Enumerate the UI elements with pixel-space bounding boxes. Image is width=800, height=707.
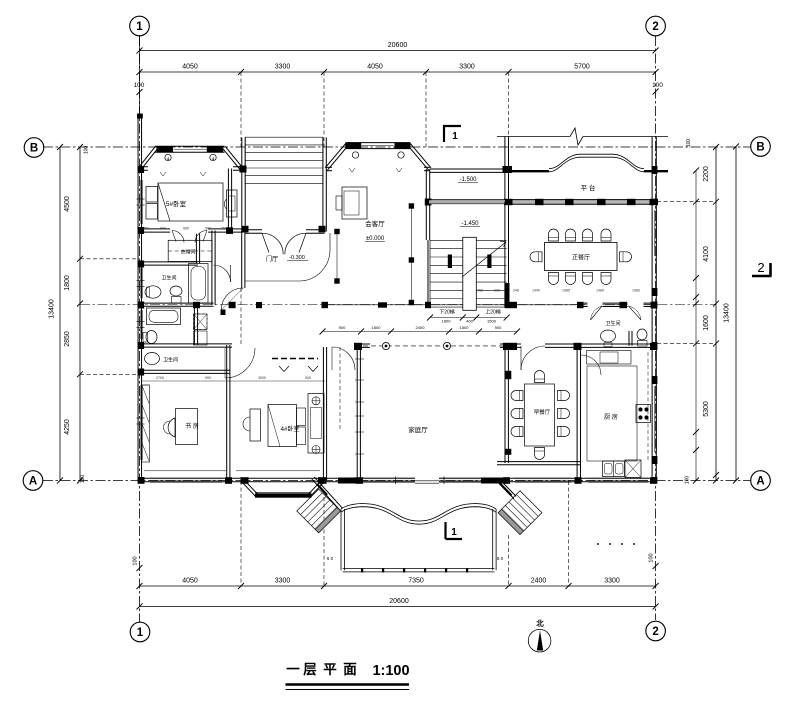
svg-text:4: 4 <box>212 156 215 161</box>
svg-text:厨 房: 厨 房 <box>604 413 618 421</box>
svg-text:4: 4 <box>167 156 170 161</box>
svg-text:B: B <box>756 142 764 154</box>
svg-text:1: 1 <box>136 21 143 33</box>
svg-text:13400: 13400 <box>724 303 731 323</box>
svg-text:7350: 7350 <box>408 578 424 585</box>
svg-text:100: 100 <box>80 475 86 484</box>
svg-text:100: 100 <box>84 146 90 155</box>
svg-text:2: 2 <box>652 21 658 33</box>
svg-text:100: 100 <box>649 553 655 562</box>
svg-text:6 0: 6 0 <box>327 556 334 561</box>
svg-text:20600: 20600 <box>388 42 408 49</box>
svg-text:1800: 1800 <box>442 319 452 324</box>
svg-text:上20梯: 上20梯 <box>485 309 501 316</box>
svg-text:5700: 5700 <box>574 64 590 71</box>
svg-text:100: 100 <box>685 476 691 485</box>
svg-text:4100: 4100 <box>703 246 710 262</box>
svg-text:900: 900 <box>205 227 211 231</box>
svg-text:-1.450: -1.450 <box>461 221 479 227</box>
svg-text:100: 100 <box>133 556 139 565</box>
svg-text:衣帽间: 衣帽间 <box>180 249 195 256</box>
svg-text:4#卧室: 4#卧室 <box>281 425 300 433</box>
svg-text:5300: 5300 <box>703 401 710 417</box>
svg-text:900: 900 <box>339 325 346 330</box>
svg-text:100: 100 <box>652 82 663 89</box>
svg-text:2400: 2400 <box>416 325 426 330</box>
svg-text:早餐厅: 早餐厅 <box>534 408 551 416</box>
svg-text:平: 平 <box>323 662 337 677</box>
svg-text:1080: 1080 <box>632 289 640 293</box>
svg-text:正餐厅: 正餐厅 <box>572 254 590 262</box>
svg-text:900: 900 <box>494 289 500 293</box>
svg-text:B: B <box>30 143 38 155</box>
svg-text:4050: 4050 <box>182 578 198 585</box>
svg-text:750: 750 <box>477 289 483 293</box>
svg-text:100: 100 <box>686 139 692 148</box>
svg-text:卫生间: 卫生间 <box>605 320 620 327</box>
svg-text:±0.000: ±0.000 <box>366 236 385 242</box>
svg-text:3300: 3300 <box>275 64 291 71</box>
svg-text:1:100: 1:100 <box>372 663 409 679</box>
svg-text:下20梯: 下20梯 <box>439 309 455 316</box>
svg-text:层: 层 <box>303 662 317 677</box>
svg-text:3300: 3300 <box>604 578 620 585</box>
svg-text:900: 900 <box>205 376 211 380</box>
svg-text:2: 2 <box>652 626 658 638</box>
svg-text:1985: 1985 <box>562 289 570 293</box>
svg-text:3300: 3300 <box>459 64 475 71</box>
svg-text:3000: 3000 <box>258 376 266 380</box>
svg-text:1500: 1500 <box>372 325 382 330</box>
svg-text:4050: 4050 <box>182 64 198 71</box>
svg-text:平 台: 平 台 <box>581 183 596 192</box>
svg-text:750: 750 <box>143 227 149 231</box>
svg-text:会客厅: 会客厅 <box>365 219 385 228</box>
svg-text:-1.500: -1.500 <box>459 177 477 183</box>
svg-text:卫生间: 卫生间 <box>163 357 178 364</box>
svg-text:1: 1 <box>451 527 457 538</box>
svg-text:1440: 1440 <box>532 289 540 293</box>
svg-text:1800: 1800 <box>64 275 71 291</box>
svg-text:2200: 2200 <box>703 166 710 182</box>
svg-text:面: 面 <box>343 662 357 677</box>
svg-text:900: 900 <box>183 227 189 231</box>
svg-text:900: 900 <box>495 325 502 330</box>
svg-text:1500: 1500 <box>487 319 497 324</box>
svg-text:20600: 20600 <box>389 598 409 605</box>
svg-text:-0.300: -0.300 <box>289 255 305 261</box>
svg-text:一: 一 <box>286 662 300 677</box>
svg-text:家庭厅: 家庭厅 <box>408 425 428 434</box>
svg-text:3300: 3300 <box>275 578 291 585</box>
svg-text:门厅: 门厅 <box>266 255 278 263</box>
svg-text:A: A <box>29 476 37 488</box>
svg-text:书 房: 书 房 <box>185 422 199 430</box>
svg-text:6 0: 6 0 <box>497 556 504 561</box>
svg-text:240: 240 <box>513 289 519 293</box>
svg-text:4050: 4050 <box>367 64 383 71</box>
svg-text:400: 400 <box>466 319 473 324</box>
svg-text:900: 900 <box>160 227 166 231</box>
svg-text:2400: 2400 <box>531 578 547 585</box>
svg-text:北: 北 <box>536 618 544 628</box>
svg-text:2700: 2700 <box>156 376 164 380</box>
svg-text:1: 1 <box>452 131 458 142</box>
svg-text:750: 750 <box>221 227 227 231</box>
svg-text:1480: 1480 <box>596 289 604 293</box>
svg-text:1500: 1500 <box>460 325 470 330</box>
svg-text:4250: 4250 <box>64 419 71 435</box>
svg-text:5#卧室: 5#卧室 <box>166 199 187 208</box>
svg-text:2: 2 <box>757 260 764 275</box>
svg-text:A: A <box>756 476 764 488</box>
svg-text:1: 1 <box>137 627 144 639</box>
svg-text:1600: 1600 <box>703 315 710 331</box>
svg-text:卫生间: 卫生间 <box>161 275 176 282</box>
svg-text:4500: 4500 <box>64 196 71 212</box>
svg-text:13400: 13400 <box>49 299 56 319</box>
svg-text:2850: 2850 <box>64 331 71 347</box>
svg-text:900: 900 <box>305 376 311 380</box>
